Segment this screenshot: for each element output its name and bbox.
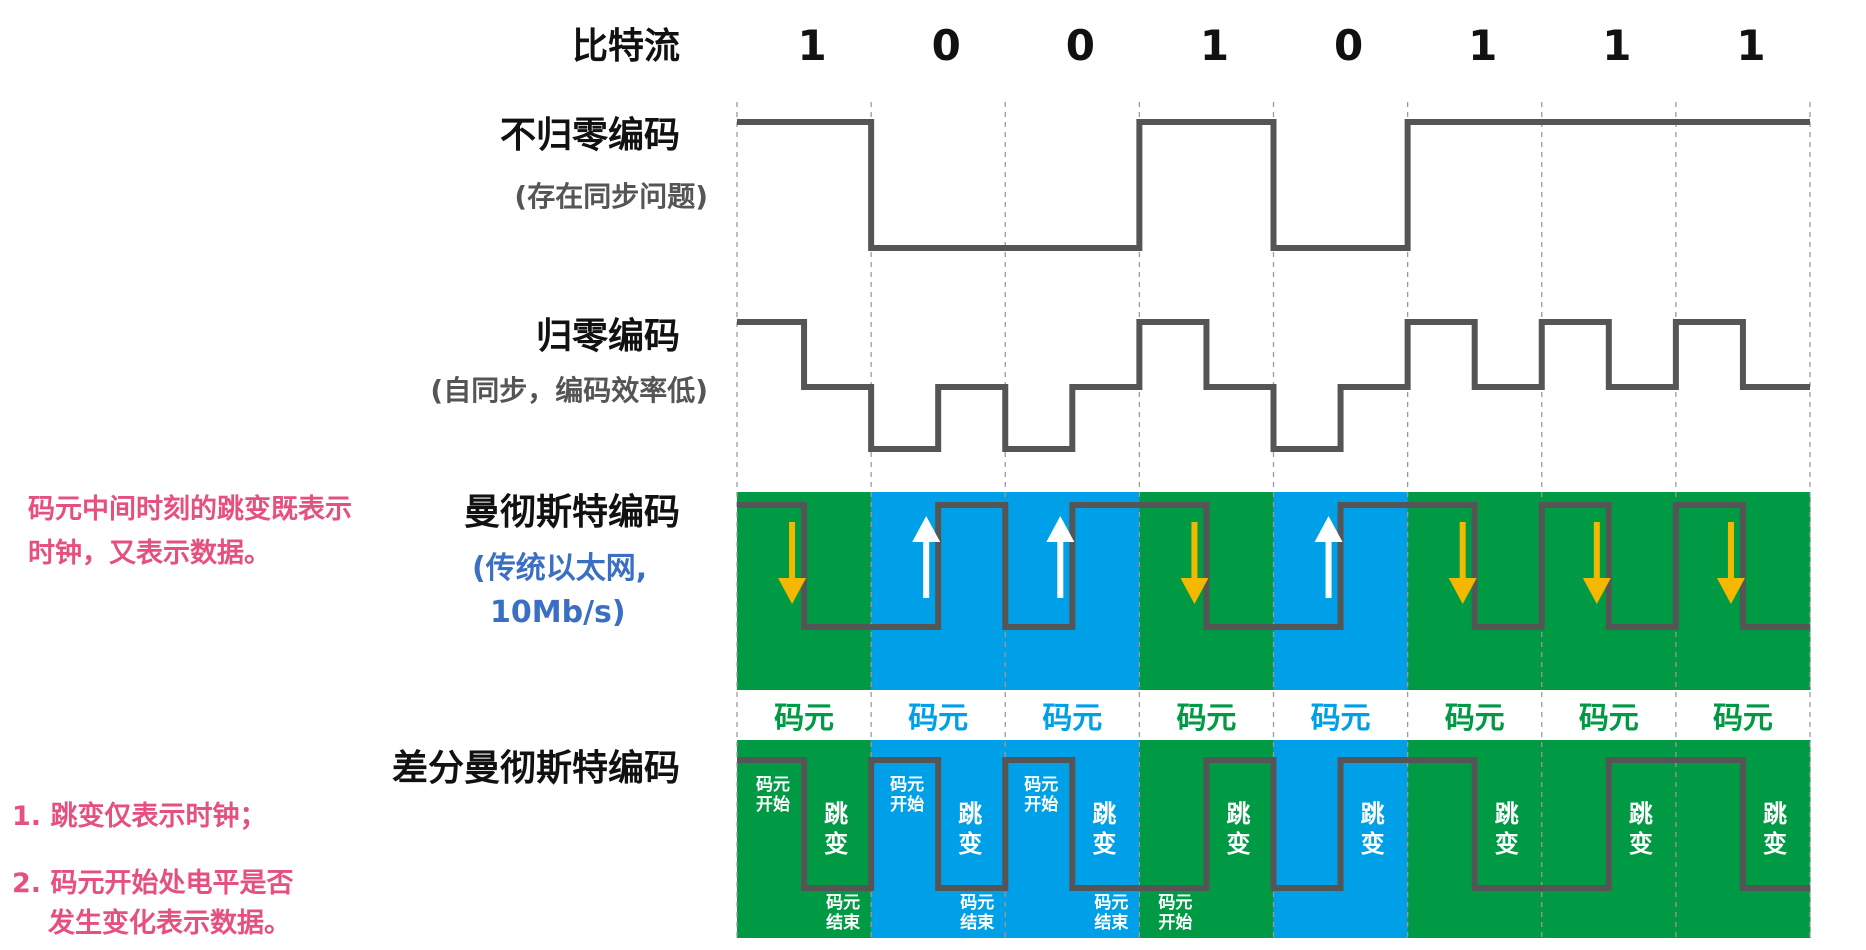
manchester-note-line1: (传统以太网, xyxy=(472,551,647,586)
end-label-line2-0: 结束 xyxy=(826,912,860,933)
symbol-label-1: 码元 xyxy=(908,701,968,736)
jump-label-top-2: 跳 xyxy=(1092,800,1116,828)
manchester-label: 曼彻斯特编码 xyxy=(464,492,680,533)
bit-value-7: 1 xyxy=(1736,21,1765,70)
jump-label-top-0: 跳 xyxy=(824,800,848,828)
symbol-label-2: 码元 xyxy=(1042,701,1102,736)
bit-value-6: 1 xyxy=(1602,21,1631,70)
start-label-line1-0: 码元 xyxy=(756,775,790,795)
end-label-line2-1: 结束 xyxy=(960,912,994,933)
nrz-waveform xyxy=(737,119,1810,251)
down-arrow-head-3 xyxy=(1180,578,1209,604)
up-arrow-head-4 xyxy=(1314,516,1343,542)
jump-label-bottom-1: 变 xyxy=(958,830,982,858)
manchester-side-note-2: 时钟，又表示数据。 xyxy=(28,538,271,569)
jump-label-bottom-0: 变 xyxy=(824,830,848,858)
jump-label-top-5: 跳 xyxy=(1495,800,1519,828)
symbol-label-5: 码元 xyxy=(1445,701,1505,736)
start-label-line2-2: 开始 xyxy=(1024,794,1058,815)
bit-value-4: 0 xyxy=(1334,21,1363,70)
jump-label-top-4: 跳 xyxy=(1361,800,1385,828)
end-label-line1-2: 码元 xyxy=(1094,893,1128,913)
diff-side-note-2: 2. 码元开始处电平是否 xyxy=(12,867,293,899)
end-label-line2-2: 结束 xyxy=(1094,912,1128,933)
bit-value-2: 0 xyxy=(1066,21,1095,70)
start-label-line2-1: 开始 xyxy=(890,794,924,815)
down-arrow-head-6 xyxy=(1582,578,1611,604)
symbol-label-4: 码元 xyxy=(1311,701,1371,736)
manchester-transition-arrows xyxy=(778,516,1745,604)
start-label-bottom-line2: 开始 xyxy=(1158,912,1192,933)
diff-manchester-waveform xyxy=(737,757,1810,891)
diff-side-note-3: 发生变化表示数据。 xyxy=(47,907,291,939)
bit-value-1: 0 xyxy=(932,21,961,70)
nrz-note: (存在同步问题) xyxy=(514,180,708,213)
symbol-label-3: 码元 xyxy=(1176,701,1236,736)
start-label-line1-2: 码元 xyxy=(1024,775,1058,795)
bit-value-0: 1 xyxy=(797,21,826,70)
up-arrow-head-2 xyxy=(1046,516,1075,542)
end-label-line1-0: 码元 xyxy=(826,893,860,913)
bit-value-5: 1 xyxy=(1468,21,1497,70)
jump-label-top-3: 跳 xyxy=(1226,800,1250,828)
manchester-note-line2: 10Mb/s) xyxy=(490,595,626,630)
jump-label-top-6: 跳 xyxy=(1629,800,1653,828)
jump-label-bottom-3: 变 xyxy=(1226,830,1250,858)
start-label-line2-0: 开始 xyxy=(756,794,790,815)
jump-label-bottom-5: 变 xyxy=(1495,830,1519,858)
start-label-bottom-line1: 码元 xyxy=(1158,893,1192,913)
jump-label-top-1: 跳 xyxy=(958,800,982,828)
nrz-label: 不归零编码 xyxy=(500,115,680,156)
diff-side-note-1: 1. 跳变仅表示时钟； xyxy=(12,800,266,832)
jump-label-bottom-2: 变 xyxy=(1092,830,1116,858)
jump-label-bottom-4: 变 xyxy=(1361,830,1385,858)
rz-label: 归零编码 xyxy=(536,316,680,357)
rz-waveform xyxy=(737,319,1810,452)
symbol-label-6: 码元 xyxy=(1579,701,1639,736)
manchester-side-note-1: 码元中间时刻的跳变既表示 xyxy=(28,493,352,525)
start-label-line1-1: 码元 xyxy=(890,775,924,795)
manchester-waveform xyxy=(737,502,1810,630)
end-label-line1-1: 码元 xyxy=(960,893,994,913)
jump-label-bottom-7: 变 xyxy=(1763,830,1787,858)
bit-value-3: 1 xyxy=(1200,21,1229,70)
bitstream-values: 1 0 0 1 0 1 1 1 xyxy=(797,21,1765,70)
down-arrow-head-0 xyxy=(778,578,807,604)
jump-label-bottom-6: 变 xyxy=(1629,830,1653,858)
diff-manchester-label: 差分曼彻斯特编码 xyxy=(392,748,680,789)
down-arrow-head-5 xyxy=(1448,578,1477,604)
bitstream-label: 比特流 xyxy=(572,26,680,67)
symbol-label-row: 码元 码元 码元 码元 码元 码元 码元 码元 xyxy=(774,701,1773,736)
diff-manchester-annotations: 跳变跳变跳变跳变跳变跳变跳变跳变码元开始码元开始码元开始码元结束码元结束码元结束… xyxy=(756,775,1787,933)
up-arrow-head-1 xyxy=(912,516,941,542)
symbol-background-bands xyxy=(737,492,1811,938)
down-arrow-head-7 xyxy=(1716,578,1745,604)
jump-label-top-7: 跳 xyxy=(1763,800,1787,828)
rz-note: (自同步，编码效率低) xyxy=(430,374,708,407)
symbol-label-7: 码元 xyxy=(1713,701,1773,736)
symbol-label-0: 码元 xyxy=(774,701,834,736)
